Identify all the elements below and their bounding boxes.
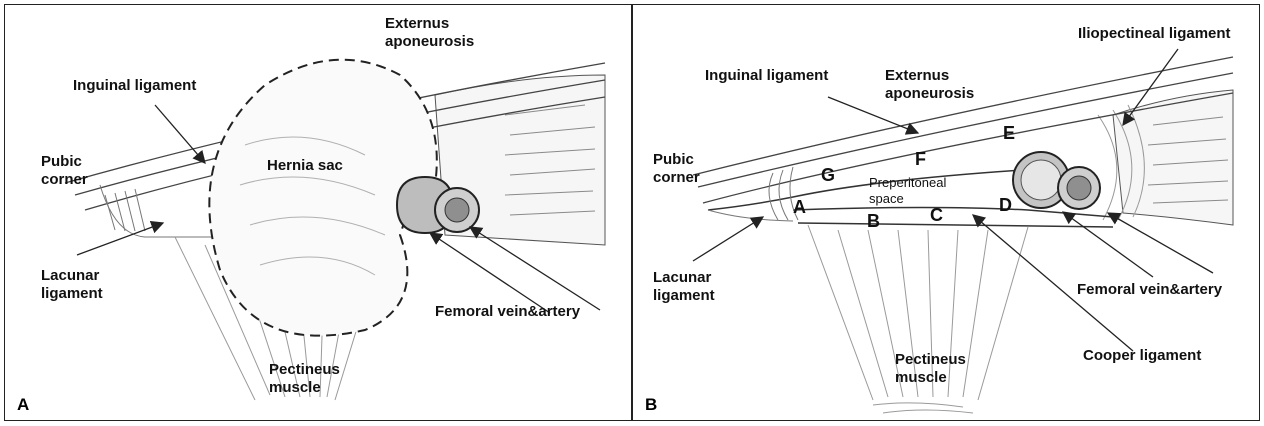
point-c: C (930, 205, 943, 226)
label-cooper-ligament: Cooper ligament (1083, 347, 1201, 365)
point-b: B (867, 211, 880, 232)
label-lacunar-ligament: Lacunar ligament (41, 267, 121, 303)
label-iliopectineal-ligament: Iliopectineal ligament (1078, 25, 1231, 43)
femoral-vessels-b (1013, 152, 1100, 209)
point-f: F (915, 149, 926, 170)
panel-a-drawing (5, 5, 632, 421)
label-externus-aponeurosis-b: Externus aponeurosis (885, 67, 1005, 103)
label-femoral-vein-artery-b: Femoral vein&artery (1077, 281, 1222, 299)
panel-a: Inguinal ligament Externus aponeurosis P… (4, 4, 632, 421)
label-lacunar-ligament-b: Lacunar ligament (653, 269, 733, 305)
label-inguinal-ligament-b: Inguinal ligament (705, 67, 828, 85)
label-inguinal-ligament: Inguinal ligament (73, 77, 196, 95)
label-pubic-corner-b: Pubic corner (653, 151, 713, 187)
label-preperitoneal-space: Preperitoneal space (869, 175, 969, 207)
label-pectineus-muscle-b: Pectineus muscle (895, 351, 975, 387)
point-g: G (821, 165, 835, 186)
lacunar-region-b (708, 167, 798, 221)
panel-label-b: B (645, 395, 657, 415)
label-pubic-corner: Pubic corner (41, 153, 101, 189)
point-e: E (1003, 123, 1015, 144)
panel-label-a: A (17, 395, 29, 415)
label-hernia-sac: Hernia sac (267, 157, 343, 175)
label-externus-aponeurosis: Externus aponeurosis (385, 15, 505, 51)
point-d: D (999, 195, 1012, 216)
panel-b: Iliopectineal ligament Inguinal ligament… (632, 4, 1260, 421)
label-pectineus-muscle: Pectineus muscle (269, 361, 349, 397)
point-a: A (793, 197, 806, 218)
label-femoral-vein-artery: Femoral vein&artery (435, 303, 580, 321)
